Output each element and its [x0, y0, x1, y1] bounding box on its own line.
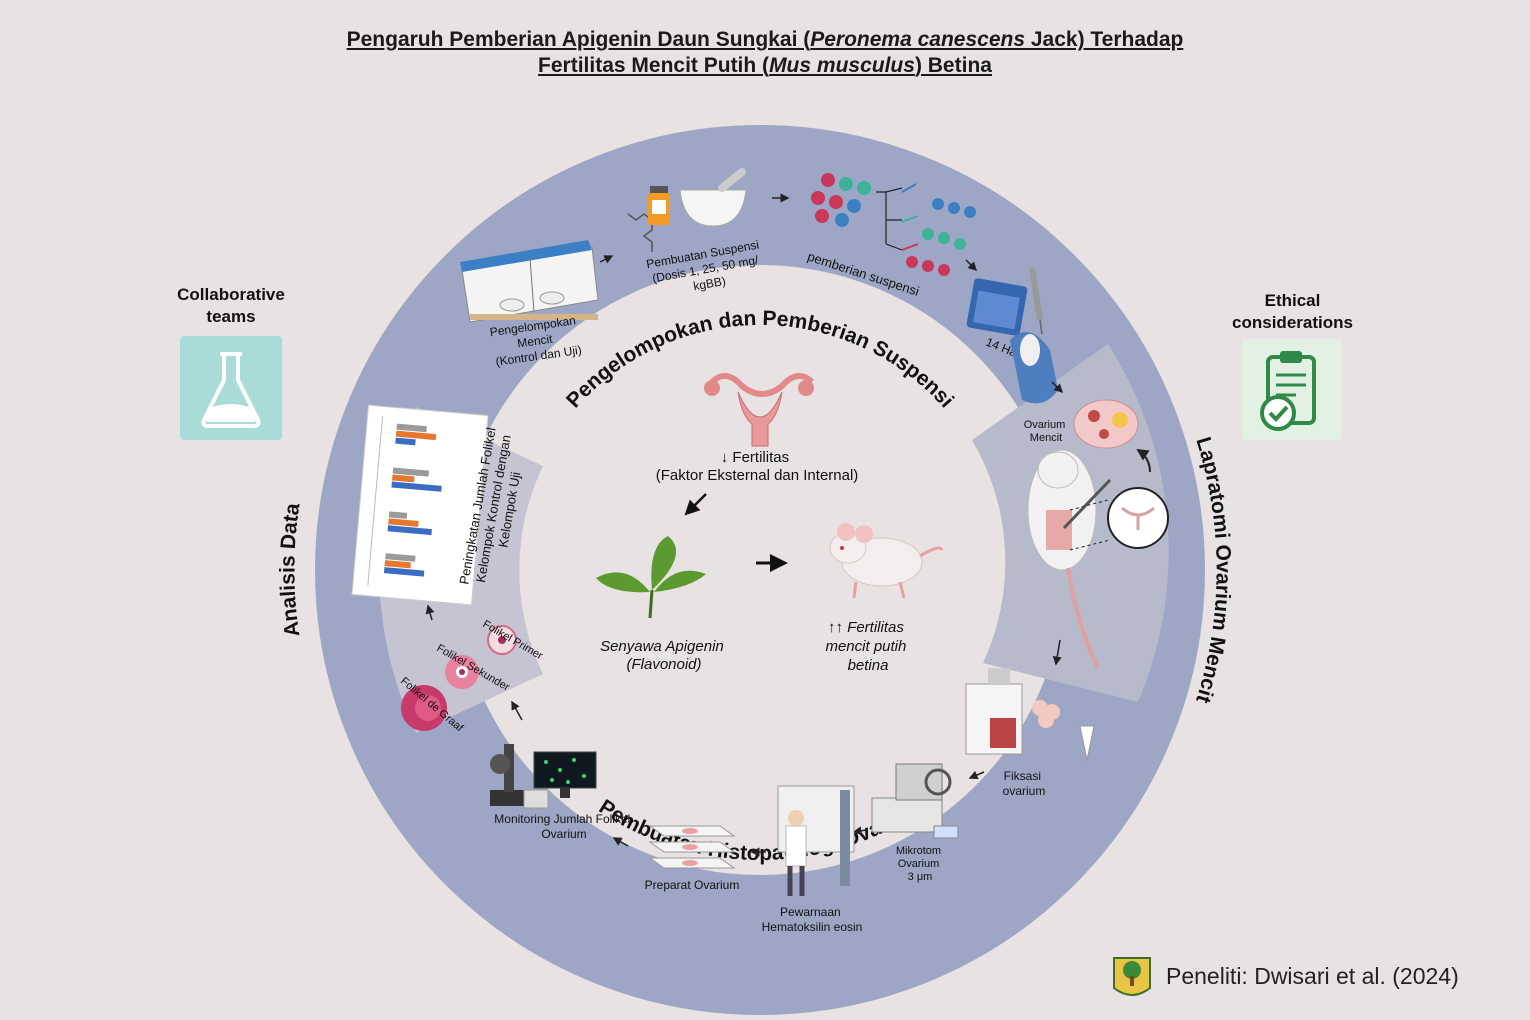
microtome-label: Mikrotom Ovarium 3 μm [896, 845, 944, 883]
arrow [1136, 448, 1151, 473]
ring-title-left: Analisis Data [276, 501, 304, 638]
mouse-icon [829, 523, 944, 599]
fertility-down-label: ↓ Fertilitas (Faktor Eksternal dan Inter… [656, 449, 859, 484]
arrow [599, 255, 614, 264]
arrow [968, 770, 985, 780]
title-line-1: Pengaruh Pemberian Apigenin Daun Sungkai… [346, 28, 1184, 51]
slides-label: Preparat Ovarium [645, 878, 740, 892]
ethic-card [1242, 339, 1342, 440]
flask-card [180, 336, 282, 440]
tissue-processor-icon [965, 668, 1023, 755]
arrow [965, 259, 978, 272]
flask-icon [201, 352, 261, 428]
uterus-icon [704, 373, 815, 447]
arrow [1051, 381, 1064, 394]
tissue-sample-icon [1032, 700, 1095, 761]
leaf-icon [596, 536, 706, 619]
fertility-up-label: ↑↑ Fertilitas mencit putih betina [825, 619, 910, 674]
arrow [684, 493, 707, 516]
gloved-hand-icon [1010, 332, 1058, 404]
center-disc [520, 330, 1000, 810]
mouse-cage-icon [460, 240, 599, 323]
lab-worker-icon [777, 785, 855, 896]
slides-icon [648, 825, 736, 869]
title-line-2: Fertilitas Mencit Putih (Mus musculus) B… [538, 54, 992, 77]
mice-groups-icon [811, 173, 976, 276]
monitor-icon [533, 751, 597, 798]
mortar-icon [679, 168, 747, 227]
arrow [852, 826, 867, 836]
pill-bottle-icon [648, 186, 670, 225]
arrow [612, 837, 629, 847]
arrow [425, 604, 435, 621]
clipboard-check-icon [1260, 351, 1316, 431]
calendar-icon [966, 278, 1028, 336]
mouse-dissection-icon [1027, 449, 1169, 669]
fixation-label: Fiksasi ovarium [1003, 769, 1046, 798]
follicle-icons [401, 625, 517, 731]
credit-text: Peneliti: Dwisari et al. (2024) [1166, 963, 1459, 989]
microscope-icon [490, 744, 549, 809]
ovary-icon [1073, 399, 1139, 449]
arrow [511, 700, 523, 721]
syringe-icon [1029, 267, 1043, 335]
microtome-icon [871, 763, 959, 839]
apigenin-label: Senyawa Apigenin (Flavonoid) [600, 638, 728, 673]
monitoring-label: Monitoring Jumlah Folikel Ovarium [494, 812, 633, 841]
staining-label: Pewarnaan Hematoksilin eosin [762, 905, 863, 934]
institution-logo [1113, 957, 1151, 996]
ovary-label: Ovarium Mencit [1024, 419, 1069, 444]
bar-chart-figure [351, 404, 489, 606]
arrow [1052, 639, 1062, 666]
